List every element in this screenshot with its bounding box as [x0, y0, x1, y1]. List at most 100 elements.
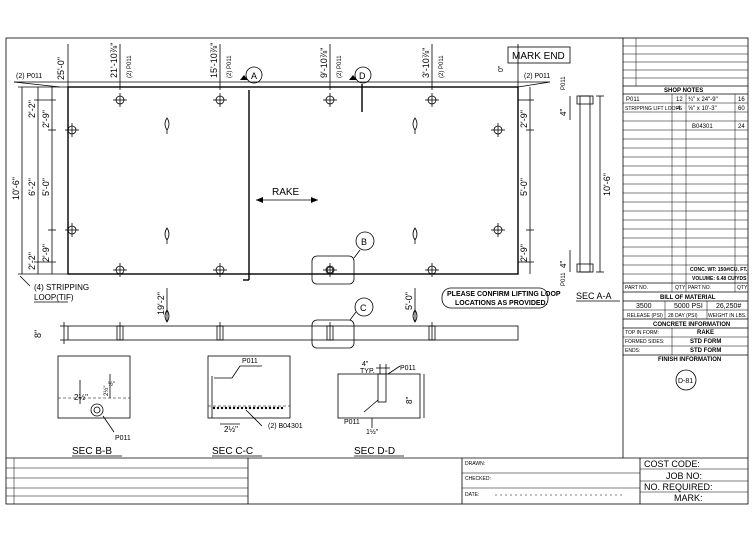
shop-note-r2-c3: 24 — [738, 124, 745, 130]
top-dim-25: 25'-0" — [56, 57, 66, 80]
finish-ends-label: ENDS: — [625, 348, 640, 354]
stripping-note-line2: LOOP(TIF) — [34, 293, 74, 302]
section-marker-c: C — [349, 297, 374, 321]
finish-top-label: TOP IN FORM: — [625, 330, 659, 336]
panel-outline — [67, 86, 519, 275]
section-marker-d-label: D — [359, 71, 366, 81]
shop-note-r0-c2: ¾" x 24"-9" — [688, 97, 718, 103]
top-dim-15: 15'-10⅞" — [209, 43, 219, 78]
bom-title: BILL OF MATERIAL — [660, 295, 716, 301]
top-dim-21: 21'-10⅞" — [109, 43, 119, 78]
finish-info-title: FINISH INFORMATION — [658, 357, 721, 363]
shop-notes-title: SHOP NOTES — [664, 88, 703, 94]
sec-d-callout-left: P011 — [344, 419, 360, 426]
shop-note-r0-c3: 16 — [738, 97, 745, 103]
sec-c-title: SEC C-C — [212, 446, 253, 457]
mark-label: MARK: — [674, 493, 703, 503]
shop-note-r0-c0: P011 — [626, 97, 640, 103]
concrete-info-title: CONCRETE INFORMATION — [653, 322, 730, 328]
bom-header-qty1: QTY — [675, 285, 686, 291]
left-dim-mid-bottom: 2'-2" — [27, 252, 37, 270]
sec-b-dim3: 2½" — [103, 386, 110, 396]
top-callout-1: (2) P011 — [127, 55, 133, 78]
top-callout-3: (2) P011 — [337, 55, 343, 78]
drawn-label: DRAWN: — [465, 461, 485, 467]
rake-label: RAKE — [272, 187, 300, 198]
shop-note-r2-c2: B04301 — [692, 124, 713, 130]
sec-b-callout: P011 — [115, 435, 131, 442]
conc-weight-label: WEIGHT IN LBS. — [708, 313, 747, 319]
checked-label: CHECKED: — [465, 476, 491, 482]
drawing-id-badge: D-81 — [675, 369, 697, 391]
section-marker-a-label: A — [251, 71, 257, 81]
sec-d-bottom-dim: 1½" — [366, 428, 379, 436]
anchor-marks — [65, 93, 505, 277]
sec-d-typ: TYP. — [360, 368, 375, 375]
zero-dim: 0" — [498, 65, 505, 72]
section-b-view — [57, 355, 131, 433]
sec-c-callout-top: P011 — [242, 358, 258, 365]
bom-header-part1: PART NO. — [625, 285, 648, 291]
sec-d-callout-top: P011 — [400, 365, 416, 372]
sec-d-title: SEC D-D — [354, 446, 395, 457]
left-dim-outer: 10'-6" — [11, 177, 21, 200]
left-callout: (2) P011 — [16, 73, 42, 80]
sec-c-callout-bottom: (2) B04301 — [268, 423, 303, 430]
sec-a-title: SEC A-A — [576, 291, 612, 301]
finish-table: TOP IN FORM: RAKE FORMED SIDES: STD FORM… — [625, 330, 721, 354]
sec-a-callout-bottom: P011 — [561, 272, 567, 286]
bom-header-part2: PART NO. — [688, 285, 711, 291]
rake-arrow — [256, 197, 318, 203]
conc-28day-value: 5000 PSI — [674, 303, 703, 310]
left-dim-mid-top: 2'-2" — [27, 100, 37, 118]
left-dim-inner-top: 2'-9" — [41, 110, 51, 128]
info-panel — [623, 38, 748, 356]
top-dim-9: 9'-10⅞" — [319, 48, 329, 78]
shop-note-r1-c0: STRIPPING LIFT LOOPS — [625, 106, 683, 112]
section-c-detail-box — [311, 319, 355, 349]
section-c-outline — [207, 355, 291, 419]
finish-ends-value: STD FORM — [690, 348, 721, 354]
lifting-note-bubble — [441, 287, 549, 309]
elevation-view — [60, 288, 519, 349]
drawing-id: D-81 — [678, 378, 693, 385]
section-c-view — [207, 355, 291, 427]
stripping-note-line1: (4) STRIPPING — [34, 283, 89, 292]
job-no-label: JOB NO: — [666, 471, 702, 481]
shop-notes-table: P011 12 ¾" x 24"-9" 16 STRIPPING LIFT LO… — [625, 97, 745, 130]
section-marker-b: B — [355, 231, 375, 251]
left-dim-inner-bottom: 2'-9" — [41, 244, 51, 262]
shop-note-r1-c1: 4 — [677, 106, 681, 112]
section-marker-d: D — [349, 66, 372, 84]
section-marker-a: A — [240, 66, 263, 84]
bom-header-qty2: QTY — [737, 285, 748, 291]
section-marker-b-label: B — [361, 237, 367, 247]
right-callout: (2) P011 — [524, 73, 550, 80]
finish-top-value: RAKE — [697, 330, 714, 336]
top-dim-3: 3'-10⅞" — [421, 48, 431, 78]
mark-end-label: MARK END — [512, 51, 565, 62]
right-dim-bottom: 2'-9" — [519, 244, 529, 262]
sec-a-bottom-dim: 4" — [559, 261, 568, 268]
section-b-outline — [57, 355, 131, 419]
left-dim-mid-center: 6'-2" — [27, 178, 37, 196]
plan-view — [13, 44, 551, 285]
title-block — [6, 458, 748, 504]
elev-dim-5: 5'-0" — [404, 292, 414, 310]
top-callout-2: (2) P011 — [227, 55, 233, 78]
volume: VOLUME: 6.48 CU/YDS — [692, 276, 747, 282]
conc-release-value: 3500 — [636, 303, 652, 310]
section-marker-c-label: C — [360, 303, 367, 313]
top-callout-4: (2) P011 — [439, 55, 445, 78]
sec-b-title: SEC B-B — [72, 446, 112, 457]
finish-sides-label: FORMED SIDES: — [625, 339, 664, 345]
sec-d-height: 8" — [405, 397, 414, 404]
mark-end-box — [507, 46, 571, 64]
conc-release-label: RELEASE (PSI) — [627, 313, 663, 319]
left-dim-inner-center: 5'-0" — [41, 178, 51, 196]
right-dim-center: 5'-0" — [519, 178, 529, 196]
sec-a-callout-top: P011 — [561, 76, 567, 90]
elev-thickness: 8" — [33, 330, 43, 338]
lifting-note-line2: LOCATIONS AS PROVIDED. — [455, 300, 548, 307]
